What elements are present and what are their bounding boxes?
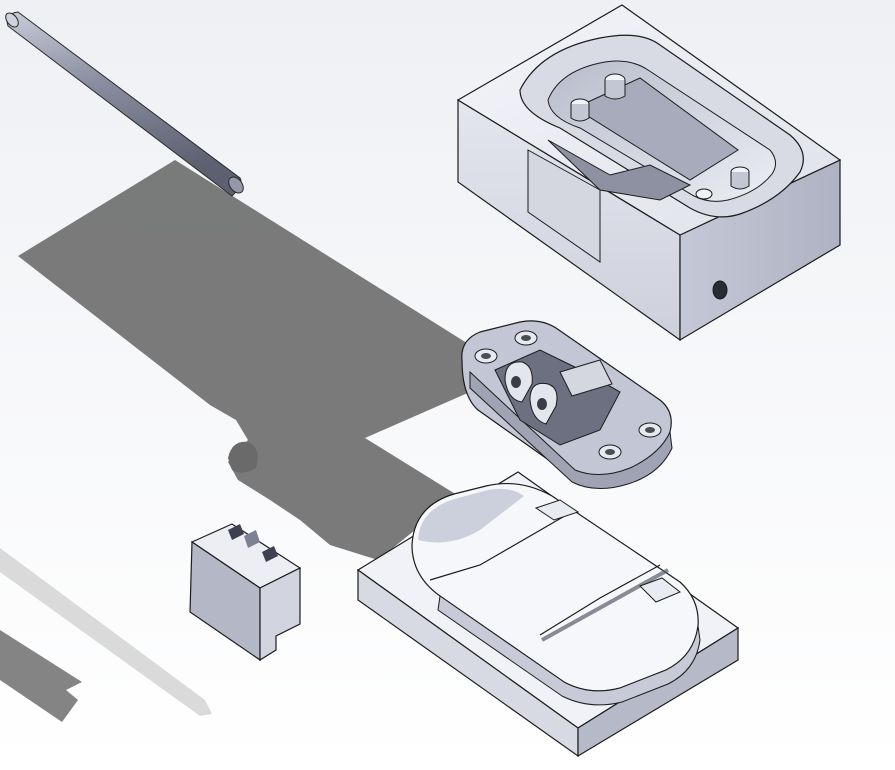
lower-mold-base[interactable] <box>356 471 740 758</box>
core-tab <box>534 499 580 521</box>
slot-step <box>547 139 692 201</box>
pin-end-face <box>228 176 244 194</box>
slider-notch <box>262 546 278 562</box>
cavity-bosses <box>570 73 750 200</box>
pin-shadow <box>0 548 212 716</box>
mold-shadow <box>18 160 470 560</box>
core-tab <box>639 577 681 603</box>
upper-mold-block[interactable] <box>456 4 842 342</box>
part-flange-edge <box>469 370 673 489</box>
core-groove <box>541 568 669 642</box>
core-shading <box>418 488 524 543</box>
hinge-rib <box>559 359 613 397</box>
core-parting-line <box>429 509 576 581</box>
slider-notch <box>244 530 260 548</box>
slider-block[interactable] <box>189 523 302 662</box>
shadow-group <box>0 160 470 722</box>
guide-pin[interactable] <box>3 11 246 197</box>
core-side-wall <box>437 595 701 706</box>
slider-right-face <box>259 567 301 662</box>
slider-slot <box>527 149 601 263</box>
shadow-lobe <box>228 441 258 473</box>
side-bolt-hole <box>712 280 728 300</box>
pin-start-face <box>5 12 19 28</box>
molded-part[interactable] <box>461 320 673 489</box>
slider-notch <box>228 524 244 540</box>
core-parting-line <box>539 564 661 636</box>
slider-shadow <box>0 630 82 722</box>
